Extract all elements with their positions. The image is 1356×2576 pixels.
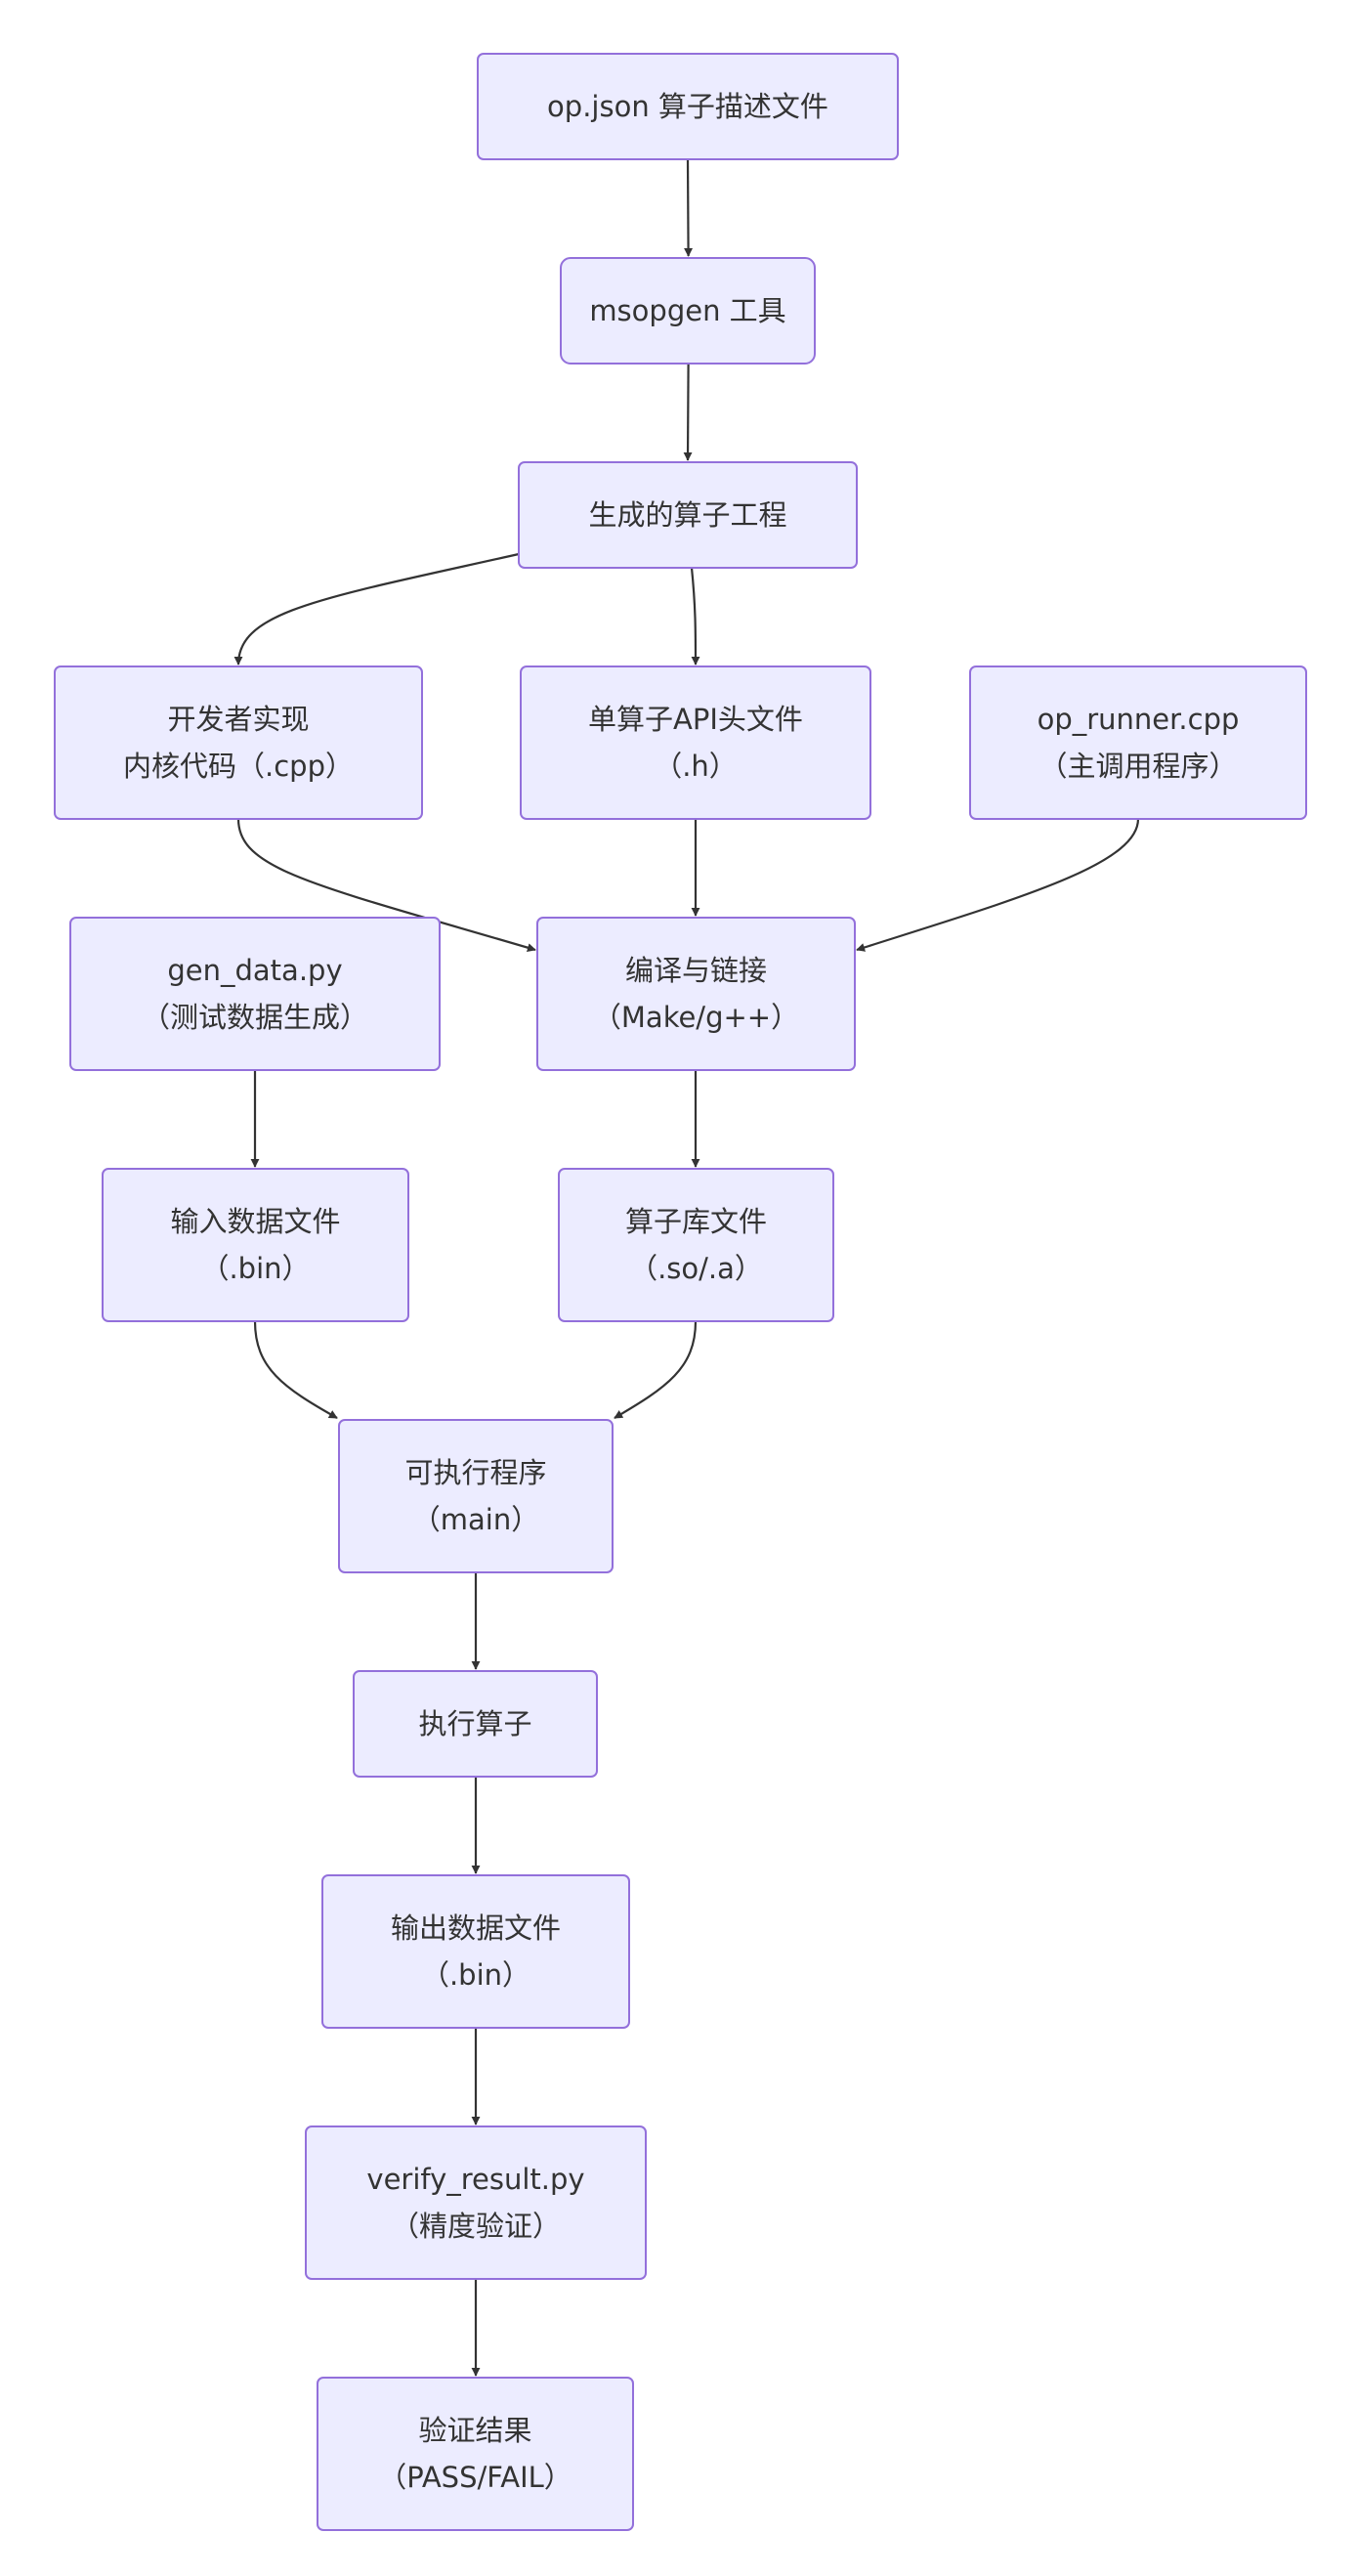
- node-label-line: 输入数据文件: [170, 1205, 340, 1238]
- node-exe: 可执行程序 （main）: [338, 1419, 614, 1573]
- arrow: [614, 1320, 698, 1419]
- arrow: [690, 567, 700, 665]
- node-label-line: （main）: [412, 1503, 539, 1536]
- node-label-line: 算子库文件: [625, 1205, 767, 1238]
- node-label-line: 内核代码（.cpp）: [123, 750, 354, 783]
- node-box: [338, 1419, 614, 1573]
- arrow: [253, 1320, 338, 1419]
- node-box: [102, 1168, 409, 1322]
- edge-project-to-header: [690, 567, 700, 665]
- edge-opjson-to-msopgen: [684, 158, 694, 257]
- node-box: [317, 2377, 634, 2531]
- node-label-line: （.bin）: [200, 1252, 310, 1285]
- node-label-line: 开发者实现: [167, 703, 309, 736]
- node-label-line: 单算子API头文件: [588, 703, 803, 736]
- node-label-line: verify_result.py: [366, 2163, 584, 2196]
- node-label-line: op.json 算子描述文件: [547, 90, 828, 123]
- node-oplib: 算子库文件 （.so/.a）: [558, 1168, 834, 1322]
- arrow: [684, 158, 694, 257]
- node-label-line: 输出数据文件: [391, 1911, 561, 1945]
- nodes: op.json 算子描述文件 msopgen 工具生成的算子工程开发者实现内核代码…: [54, 53, 1307, 2531]
- edge-oplib-to-exe: [614, 1320, 698, 1419]
- node-box: [558, 1168, 834, 1322]
- node-header: 单算子API头文件 （.h）: [520, 665, 871, 820]
- arrow: [856, 818, 1140, 952]
- node-label-line: 编译与链接: [625, 954, 767, 987]
- node-label-line: （测试数据生成）: [142, 1001, 368, 1034]
- arrow: [683, 363, 693, 461]
- node-box: [54, 665, 423, 820]
- node-label-line: op_runner.cpp: [1038, 703, 1240, 736]
- node-outputbin: 输出数据文件 （.bin）: [321, 1874, 630, 2029]
- node-box: [69, 917, 441, 1071]
- node-label-line: （主调用程序）: [1038, 750, 1237, 783]
- arrow: [236, 818, 536, 953]
- edges: [233, 158, 1140, 2377]
- node-label-line: （Make/g++）: [593, 1001, 799, 1034]
- node-box: [321, 1874, 630, 2029]
- node-box: [477, 53, 899, 160]
- node-opjson: op.json 算子描述文件: [477, 53, 899, 160]
- node-label-line: 执行算子: [418, 1707, 531, 1740]
- node-run: 执行算子: [353, 1670, 598, 1778]
- node-project: 生成的算子工程: [518, 461, 858, 569]
- node-label-line: msopgen 工具: [589, 294, 785, 327]
- edge-inputbin-to-exe: [253, 1320, 338, 1419]
- node-box: [969, 665, 1307, 820]
- node-label-line: gen_data.py: [167, 954, 342, 987]
- node-inputbin: 输入数据文件 （.bin）: [102, 1168, 409, 1322]
- node-gendata: gen_data.py （测试数据生成）: [69, 917, 441, 1071]
- node-label-line: （.so/.a）: [629, 1252, 763, 1285]
- node-verify: verify_result.py （精度验证）: [305, 2125, 647, 2280]
- edge-project-to-kernel: [233, 552, 520, 665]
- node-result: 验证结果 （PASS/FAIL）: [317, 2377, 634, 2531]
- arrow: [233, 552, 520, 665]
- node-label-line: 可执行程序: [404, 1456, 546, 1489]
- node-box: [536, 917, 856, 1071]
- edge-runner-to-compile: [856, 818, 1140, 952]
- node-runner: op_runner.cpp （主调用程序）: [969, 665, 1307, 820]
- node-box: [305, 2125, 647, 2280]
- node-box: [353, 1670, 598, 1778]
- node-box: [560, 257, 816, 365]
- node-label-line: 生成的算子工程: [588, 498, 786, 532]
- node-box: [520, 665, 871, 820]
- node-label-line: （PASS/FAIL）: [378, 2461, 572, 2494]
- node-label-line: （.bin）: [421, 1958, 530, 1992]
- node-label-line: 验证结果: [418, 2414, 531, 2447]
- node-label-line: （.h）: [654, 750, 738, 783]
- node-compile: 编译与链接 （Make/g++）: [536, 917, 856, 1071]
- edge-kernel-to-compile: [236, 818, 536, 953]
- node-msopgen: msopgen 工具: [560, 257, 816, 365]
- node-box: [518, 461, 858, 569]
- edge-msopgen-to-project: [683, 363, 693, 461]
- node-label-line: （精度验证）: [391, 2210, 561, 2243]
